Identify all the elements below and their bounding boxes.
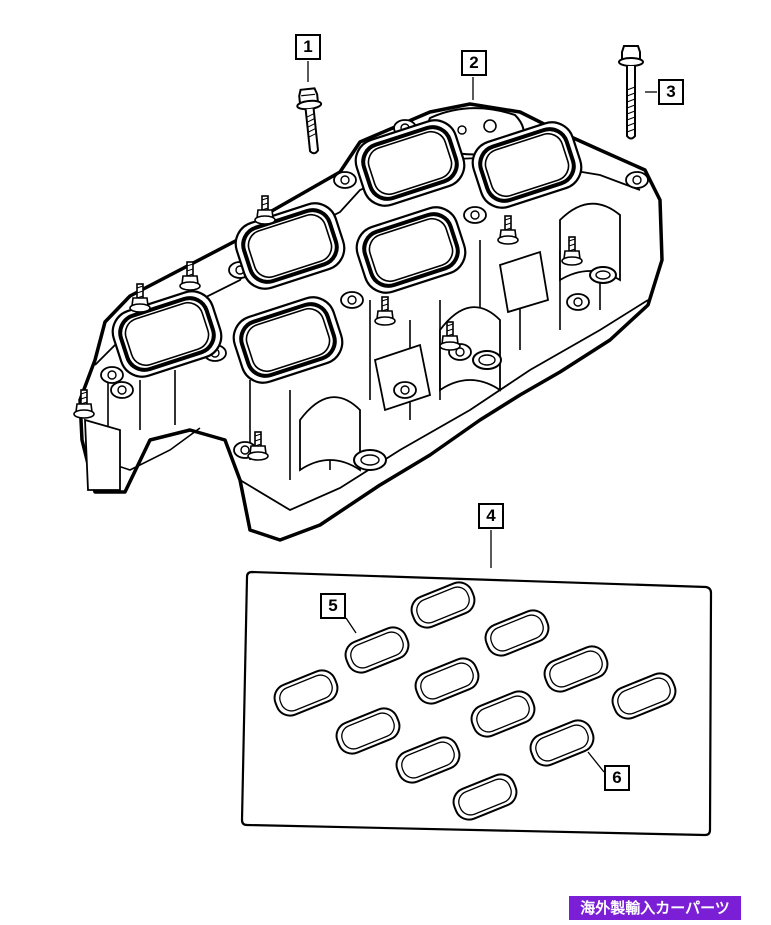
intake-manifold (73, 77, 664, 542)
callout-1: 1 (295, 34, 321, 60)
watermark-badge: 海外製輸入カーパーツ (569, 896, 741, 920)
gasket-kit (240, 530, 713, 837)
callout-5: 5 (320, 593, 346, 619)
callout-4: 4 (478, 503, 504, 529)
callout-3: 3 (658, 79, 684, 105)
callout-2: 2 (461, 50, 487, 76)
bolt-part-3 (618, 45, 657, 140)
callout-6: 6 (604, 765, 630, 791)
bolt-part-1 (294, 61, 328, 156)
